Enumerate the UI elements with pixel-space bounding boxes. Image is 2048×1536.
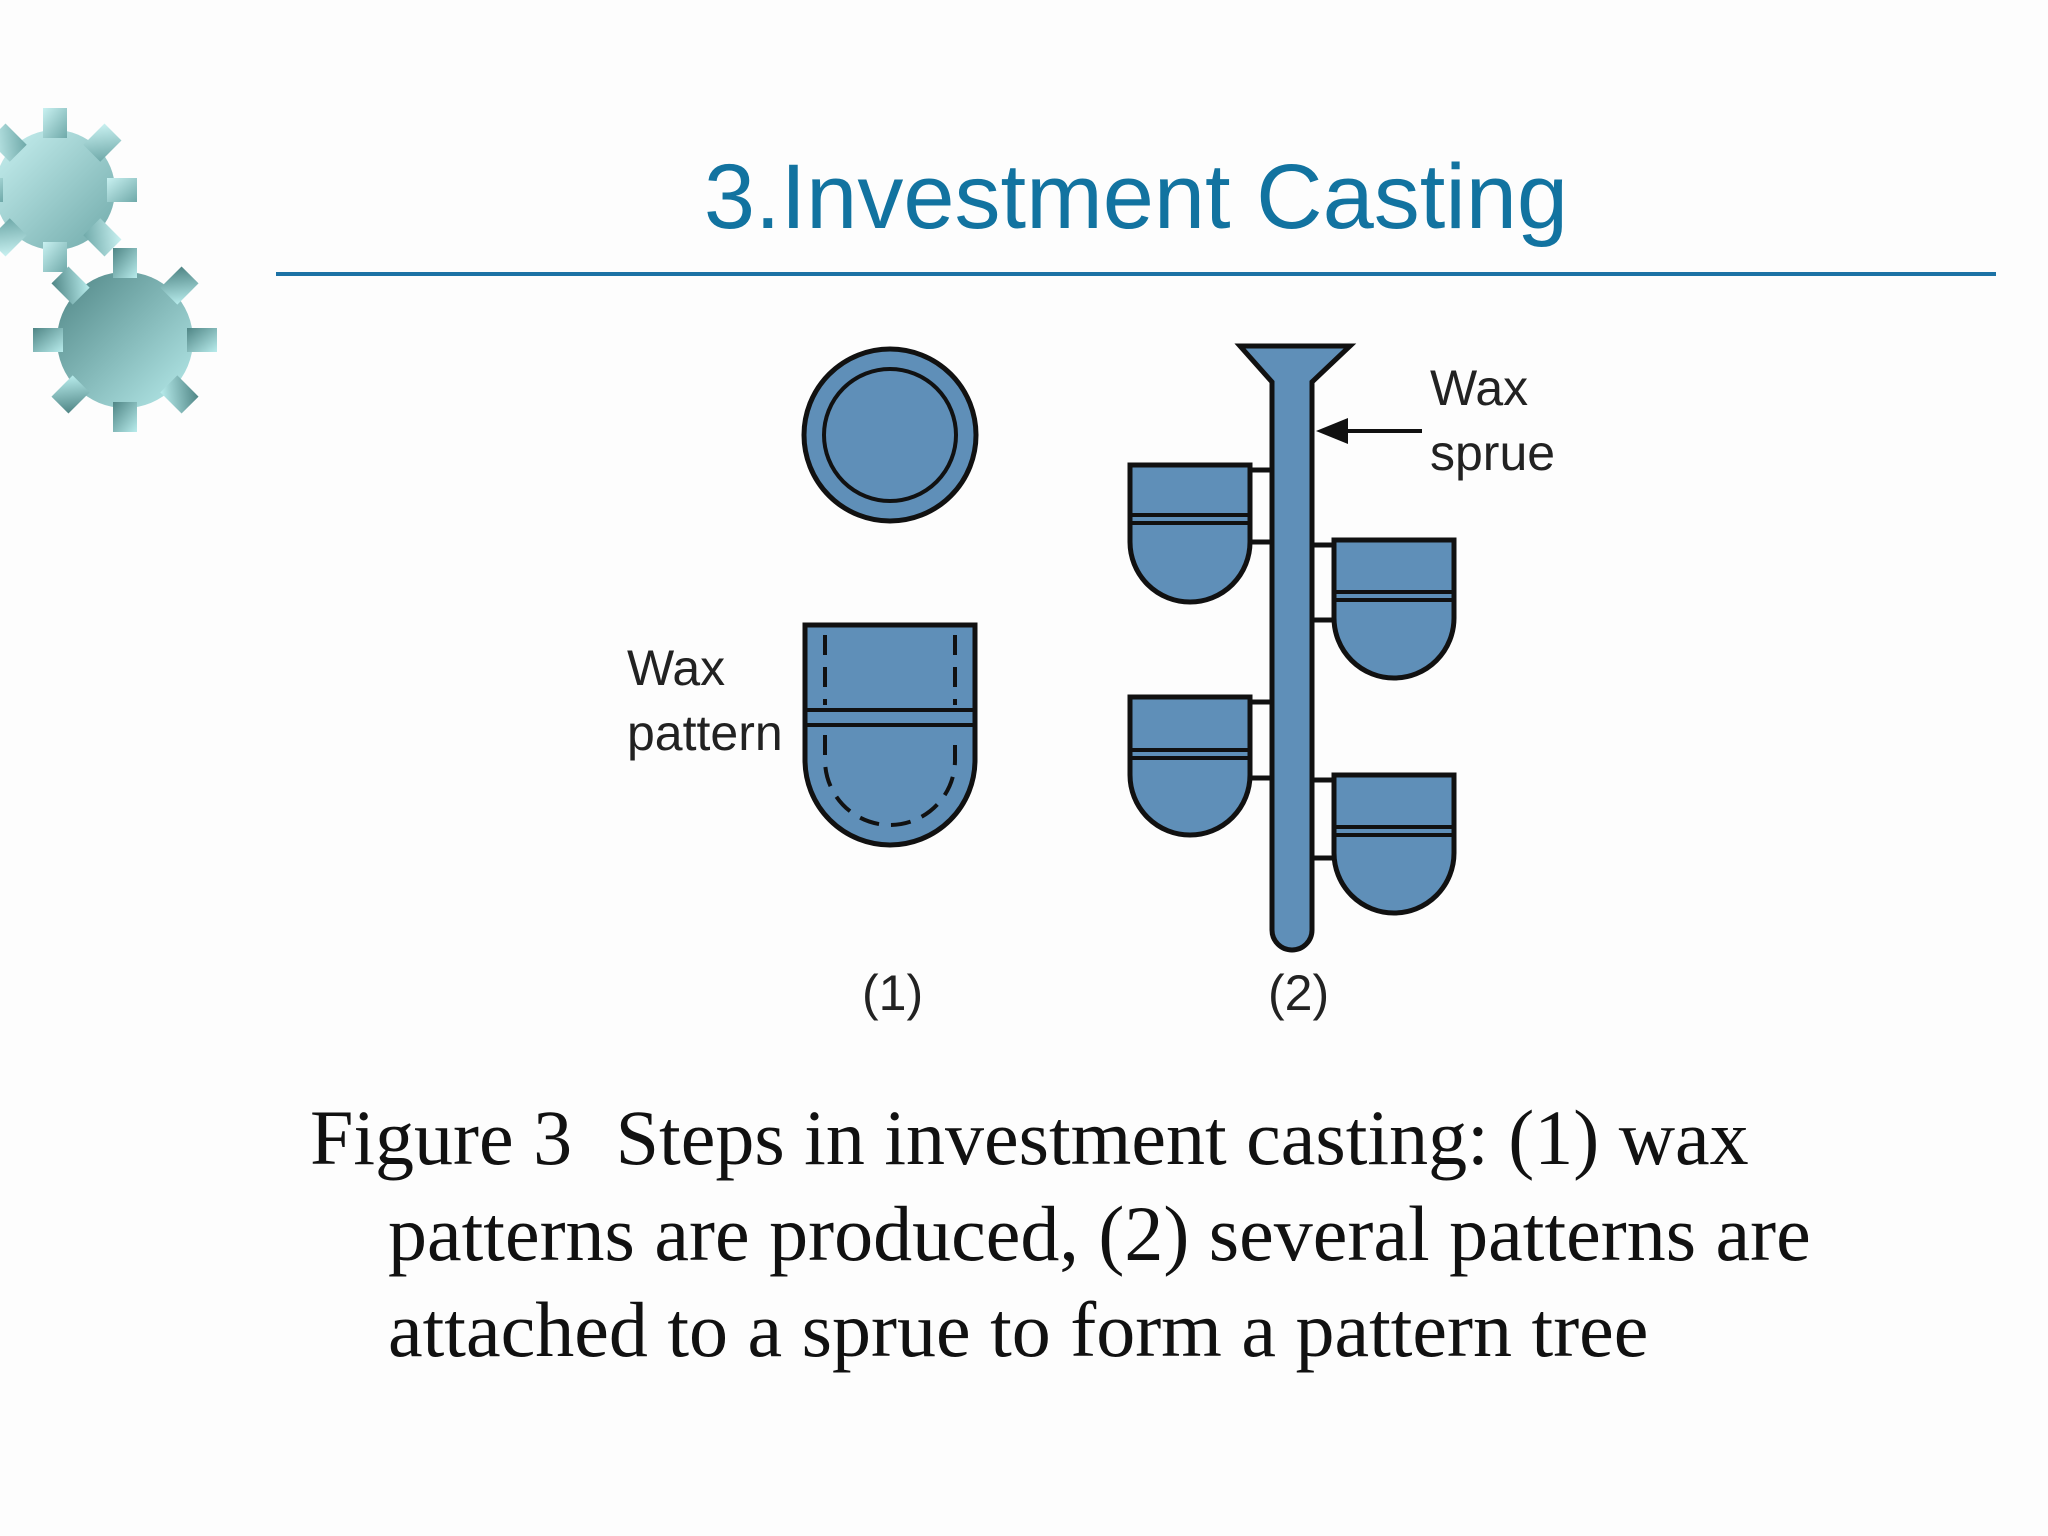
gears-decoration-icon (0, 108, 217, 432)
wax-sprue (1234, 343, 1357, 953)
label-wax-sprue-line1: Wax (1430, 360, 1528, 416)
figure-caption: Figure 3 Steps in investment casting: (1… (310, 1090, 1988, 1378)
gear-bottom-icon (33, 248, 217, 432)
pattern-tree-left-bottom (1127, 694, 1272, 838)
pattern-tree-left-top (1127, 462, 1272, 605)
sprue-arrow-icon (1316, 418, 1422, 444)
label-wax-sprue-line2: sprue (1430, 425, 1555, 481)
step-2-label: (2) (1268, 965, 1329, 1021)
wax-pattern-side-view (802, 622, 978, 848)
step-1-label: (1) (862, 965, 923, 1021)
slide-title: 3.Investment Casting (703, 146, 1569, 248)
gear-top-icon (0, 108, 137, 272)
pattern-tree-right-bottom (1312, 772, 1457, 916)
investment-casting-diagram: Wax sprue Wax pattern (1) (2) (627, 343, 1555, 1021)
caption-figure-number: Figure 3 (310, 1094, 573, 1181)
wax-pattern-top-view (801, 346, 979, 524)
label-wax-pattern-line2: pattern (627, 705, 783, 761)
label-wax-pattern-line1: Wax (627, 640, 725, 696)
caption-text: Steps in investment casting: (1) wax pat… (388, 1094, 1811, 1373)
title-divider (276, 272, 1996, 276)
pattern-tree-right-top (1312, 537, 1457, 681)
